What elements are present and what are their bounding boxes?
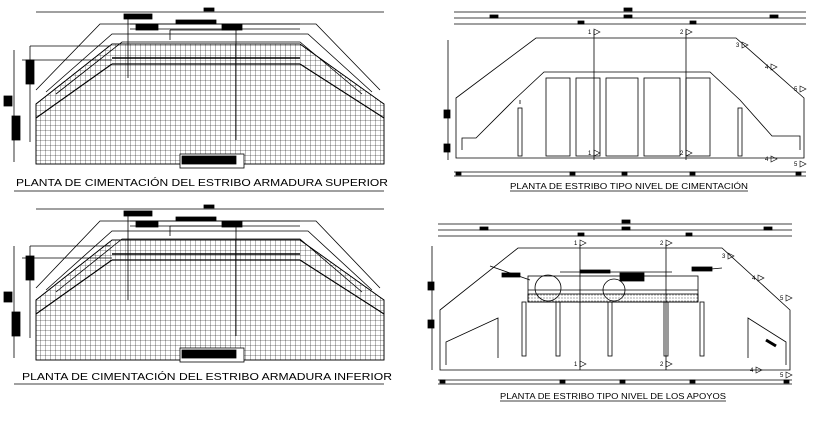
svg-text:2: 2	[660, 241, 664, 247]
plan-armadura-inferior	[3, 204, 385, 385]
title-nivel-apoyos: PLANTA DE ESTRIBO TIPO NIVEL DE LOS APOY…	[500, 392, 726, 401]
section-mark: 3	[736, 41, 749, 49]
svg-text:1: 1	[588, 151, 592, 157]
section-mark: 2	[680, 149, 693, 157]
svg-text:1: 1	[574, 241, 578, 247]
section-mark: 5	[780, 294, 793, 302]
svg-text:5: 5	[794, 162, 798, 168]
section-mark: 1	[574, 360, 587, 368]
svg-text:4: 4	[765, 157, 769, 163]
title-armadura-superior: PLANTA DE CIMENTACIÓN DEL ESTRIBO ARMADU…	[16, 176, 388, 189]
section-mark: 5	[794, 85, 807, 93]
section-mark: 5	[780, 371, 793, 379]
svg-text:2: 2	[660, 362, 664, 368]
section-mark: 4	[765, 63, 778, 71]
svg-text:5: 5	[780, 373, 784, 379]
section-mark: 2	[660, 239, 673, 247]
svg-text:2: 2	[680, 30, 684, 36]
svg-text:4: 4	[750, 368, 754, 374]
svg-text:4: 4	[752, 276, 756, 282]
svg-text:1: 1	[574, 362, 578, 368]
title-armadura-inferior: PLANTA DE CIMENTACIÓN DEL ESTRIBO ARMADU…	[22, 370, 392, 383]
section-marks-bottom-right: 1 2 3 4 5 1 2 4 5	[574, 239, 793, 379]
section-mark: 2	[680, 28, 693, 36]
svg-text:3: 3	[736, 43, 740, 49]
svg-text:3: 3	[722, 254, 726, 260]
section-mark: 5	[794, 160, 807, 168]
plan-armadura-superior	[3, 7, 385, 192]
section-mark: 4	[752, 274, 765, 282]
svg-text:4: 4	[765, 65, 769, 71]
title-nivel-cimentacion: PLANTA DE ESTRIBO TIPO NIVEL DE CIMENTAC…	[510, 182, 748, 191]
section-mark: 1	[588, 149, 601, 157]
plan-nivel-cimentacion	[443, 7, 806, 177]
svg-text:2: 2	[680, 151, 684, 157]
section-mark: 1	[574, 239, 587, 247]
section-mark: 2	[660, 360, 673, 368]
plan-nivel-apoyos	[427, 219, 792, 385]
section-mark: 4	[750, 366, 763, 374]
section-marks-top-right: 1 2 3 4 5 1 2 4 5	[588, 28, 807, 168]
section-mark: 3	[722, 252, 735, 260]
section-mark: 4	[765, 155, 778, 163]
svg-text:1: 1	[588, 30, 592, 36]
svg-text:5: 5	[794, 87, 798, 93]
svg-text:5: 5	[780, 296, 784, 302]
section-mark: 1	[588, 28, 601, 36]
